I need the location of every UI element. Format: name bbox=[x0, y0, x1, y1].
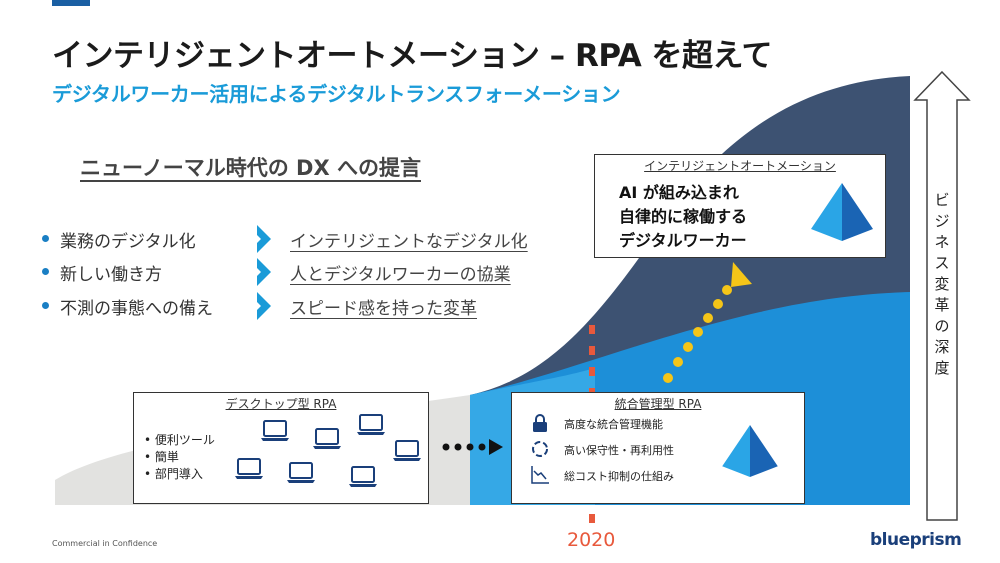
proposal-item-future: インテリジェントなデジタル化 bbox=[290, 232, 528, 252]
blueprism-pyramid-icon bbox=[722, 425, 778, 477]
vertical-label-char: ジ bbox=[934, 212, 950, 230]
vertical-label-char: ネ bbox=[934, 233, 950, 251]
intelligent-automation-box: インテリジェントオートメーション AI が組み込まれ 自律的に稼働する デジタル… bbox=[594, 154, 886, 258]
desktop-rpa-item: • 簡単 bbox=[144, 450, 179, 464]
up-arrow-icon bbox=[913, 70, 971, 521]
laptop-icon bbox=[357, 414, 385, 435]
integrated-rpa-feature: 総コスト抑制の仕組み bbox=[564, 470, 674, 483]
integrated-rpa-feature: 高度な統合管理機能 bbox=[564, 418, 663, 431]
chevron-right-icon bbox=[257, 225, 271, 253]
laptop-icon bbox=[313, 428, 341, 449]
page-title: インテリジェントオートメーション – RPA を超えて bbox=[52, 38, 772, 74]
vertical-label-char: の bbox=[934, 317, 950, 335]
intelligent-automation-title: インテリジェントオートメーション bbox=[644, 159, 836, 173]
confidential-notice: Commercial in Confidence bbox=[52, 539, 158, 548]
cost-down-chart-icon bbox=[531, 466, 549, 484]
vertical-label-char: 深 bbox=[934, 338, 950, 356]
year-marker: 2020 bbox=[567, 529, 616, 551]
proposal-item-current: 業務のデジタル化 bbox=[60, 232, 196, 252]
desktop-rpa-title: デスクトップ型 RPA bbox=[225, 397, 337, 411]
black-dot-arrow bbox=[442, 439, 503, 455]
top-accent-bar bbox=[52, 0, 90, 6]
vertical-label-char: 革 bbox=[934, 296, 950, 314]
laptop-icon bbox=[349, 466, 377, 487]
desktop-rpa-item: • 部門導入 bbox=[144, 467, 203, 481]
yellow-arrow-head bbox=[731, 262, 752, 287]
proposal-item-current: 不測の事態への備え bbox=[60, 299, 213, 319]
page-subtitle: デジタルワーカー活用によるデジタルトランスフォーメーション bbox=[52, 82, 621, 106]
ia-line: AI が組み込まれ bbox=[619, 183, 739, 202]
proposal-heading: ニューノーマル時代の DX への提言 bbox=[80, 156, 421, 180]
proposal-item: 新しい働き方 人とデジタルワーカーの協業 bbox=[42, 258, 562, 286]
proposal-item-current: 新しい働き方 bbox=[60, 265, 162, 285]
laptop-icon bbox=[393, 440, 421, 461]
bullet-dot-icon bbox=[42, 302, 49, 309]
ia-line: デジタルワーカー bbox=[619, 231, 747, 250]
laptop-icon bbox=[235, 458, 263, 479]
cycle-icon bbox=[532, 441, 548, 457]
proposal-item-future: 人とデジタルワーカーの協業 bbox=[290, 265, 511, 285]
bullet-dot-icon bbox=[42, 268, 49, 275]
chevron-right-icon bbox=[257, 292, 271, 320]
blueprism-logo: blueprism bbox=[870, 530, 962, 550]
integrated-rpa-title: 統合管理型 RPA bbox=[614, 397, 702, 411]
integrated-rpa-box: 統合管理型 RPA 高度な統合管理機能 高い保守性・再利用性 総コスト抑制の仕組… bbox=[511, 392, 805, 504]
ia-line: 自律的に稼働する bbox=[619, 207, 748, 226]
integrated-rpa-feature: 高い保守性・再利用性 bbox=[564, 444, 674, 457]
desktop-rpa-item: • 便利ツール bbox=[144, 433, 215, 447]
laptop-icon bbox=[261, 420, 289, 441]
desktop-rpa-box: デスクトップ型 RPA • 便利ツール • 簡単 • 部門導入 bbox=[133, 392, 429, 504]
proposal-item-future: スピード感を持った変革 bbox=[290, 299, 477, 319]
vertical-label-char: ビ bbox=[934, 191, 950, 209]
blueprism-pyramid-icon bbox=[811, 183, 873, 241]
vertical-label-char: 変 bbox=[934, 275, 950, 293]
laptop-icon bbox=[287, 462, 315, 483]
chevron-right-icon bbox=[257, 258, 271, 286]
yellow-dot-trail bbox=[663, 285, 732, 383]
lock-icon bbox=[533, 414, 547, 432]
vertical-label-char: 度 bbox=[934, 359, 950, 377]
vertical-label-char: ス bbox=[934, 254, 950, 272]
business-transformation-depth-label: ビジネス変革の深度 bbox=[930, 190, 954, 379]
proposal-item: 不測の事態への備え スピード感を持った変革 bbox=[42, 292, 562, 320]
proposal-item: 業務のデジタル化 インテリジェントなデジタル化 bbox=[42, 225, 562, 253]
bullet-dot-icon bbox=[42, 235, 49, 242]
